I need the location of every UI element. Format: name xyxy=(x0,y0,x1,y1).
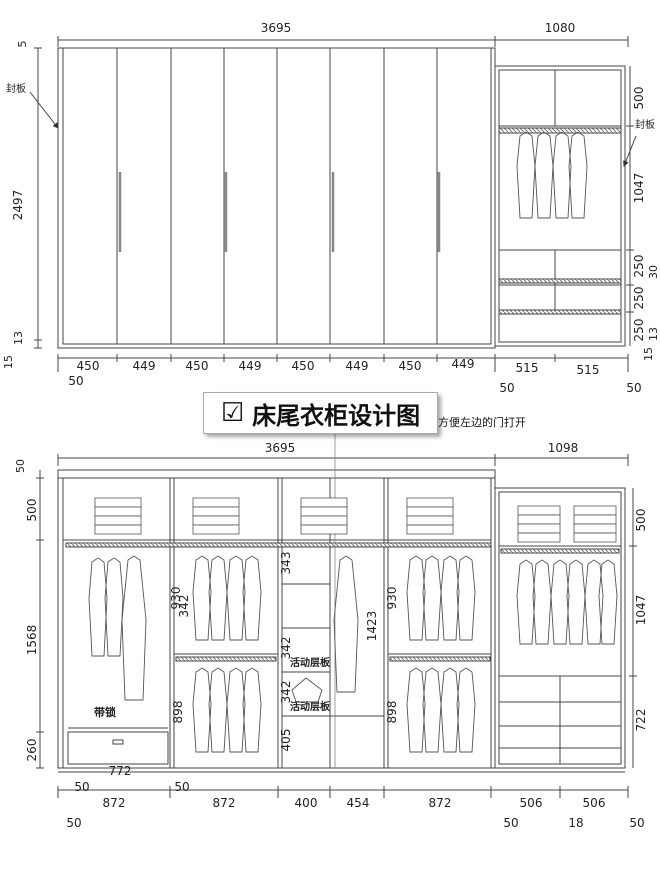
top-elevation xyxy=(29,36,637,372)
top-door-width-5: 450 xyxy=(292,359,315,373)
top-dimensions: 3695 1080 封板 封板 5 2497 13 15 450 449 450… xyxy=(2,21,660,395)
outer-margin-mid: 50 xyxy=(503,816,518,830)
top-side-width-1: 515 xyxy=(516,361,539,375)
top-side-13: 13 xyxy=(647,327,660,341)
top-door-width-6: 449 xyxy=(346,359,369,373)
inner-margin-left: 50 xyxy=(74,780,89,794)
top-side-h250-1: 250 xyxy=(632,255,646,278)
side-bay-width-2: 506 xyxy=(583,796,606,810)
outer-margin-left: 50 xyxy=(66,816,81,830)
drawer-width: 772 xyxy=(109,764,132,778)
hanging-clothes-bottom xyxy=(88,555,618,753)
top-gap-15: 15 xyxy=(2,355,15,369)
side-h500: 500 xyxy=(634,509,648,532)
top-seal-left: 封板 xyxy=(6,82,26,95)
top-door-width-4: 449 xyxy=(239,359,262,373)
top-total-width: 3695 xyxy=(261,21,292,35)
bottom-h500: 500 xyxy=(25,499,39,522)
mid-h342-b: 342 xyxy=(279,681,293,704)
top-side-h250-2: 250 xyxy=(632,287,646,310)
mid-h1423: 1423 xyxy=(365,611,379,642)
inner-margin-right: 50 xyxy=(174,780,189,794)
title-box: ☑ 床尾衣柜设计图 xyxy=(203,392,438,434)
outer-margin-right: 50 xyxy=(629,816,644,830)
shelf-label-1: 活动层板 xyxy=(290,656,331,669)
bay5-h898: 898 xyxy=(385,701,399,724)
side-bay-width-1: 506 xyxy=(520,796,543,810)
hanging-clothes-top xyxy=(516,131,588,219)
top-side-h500: 500 xyxy=(632,87,646,110)
top-gap-13: 13 xyxy=(12,331,25,345)
top-side-width-2: 515 xyxy=(577,363,600,377)
lock-label: 带锁 xyxy=(94,705,116,719)
top-door-width-3: 450 xyxy=(186,359,209,373)
top-door-width-7: 450 xyxy=(399,359,422,373)
bay2-h342: 342 xyxy=(177,595,191,618)
bay-width-3: 400 xyxy=(295,796,318,810)
top-seal-right: 封板 xyxy=(635,118,655,131)
checkbox-icon: ☑ xyxy=(220,398,245,428)
drawing-title: 床尾衣柜设计图 xyxy=(252,401,421,430)
top-side-h250-3: 250 xyxy=(632,319,646,342)
top-side-15: 15 xyxy=(642,347,655,361)
bottom-gap-50: 50 xyxy=(14,459,27,473)
side-h1047: 1047 xyxy=(634,595,648,626)
bottom-h1568: 1568 xyxy=(25,625,39,656)
top-margin-mid: 50 xyxy=(499,381,514,395)
top-door-width-1: 450 xyxy=(77,359,100,373)
top-side-h1047: 1047 xyxy=(632,173,646,204)
door-note: 方便左边的门打开 xyxy=(438,416,526,429)
top-gap-5: 5 xyxy=(16,41,29,48)
mid-h405: 405 xyxy=(279,729,293,752)
bottom-h260: 260 xyxy=(25,739,39,762)
bay5-h930: 930 xyxy=(385,587,399,610)
top-side-width: 1080 xyxy=(545,21,576,35)
bay-width-4: 454 xyxy=(347,796,370,810)
bay2-h898: 898 xyxy=(171,701,185,724)
top-door-width-8: 449 xyxy=(452,357,475,371)
mid-h343: 343 xyxy=(279,552,293,575)
bay-width-2: 872 xyxy=(213,796,236,810)
outer-margin-18: 18 xyxy=(568,816,583,830)
bottom-total-width: 3695 xyxy=(265,441,296,455)
top-height: 2497 xyxy=(11,190,25,221)
side-h722: 722 xyxy=(634,709,648,732)
top-door-width-2: 449 xyxy=(133,359,156,373)
bay-width-1: 872 xyxy=(103,796,126,810)
bay-width-5: 872 xyxy=(429,796,452,810)
top-side-30: 30 xyxy=(647,265,660,279)
folded-clothes xyxy=(94,497,617,543)
shelf-label-2: 活动层板 xyxy=(290,700,331,713)
top-margin-left: 50 xyxy=(68,374,83,388)
bottom-dimensions: 3695 1098 50 500 1568 260 带锁 772 930 342… xyxy=(14,441,648,830)
bottom-side-width: 1098 xyxy=(548,441,579,455)
bay2-h930: 930 xyxy=(169,587,183,610)
bottom-elevation xyxy=(36,420,637,798)
top-margin-right: 50 xyxy=(626,381,641,395)
mid-h342: 342 xyxy=(279,637,293,660)
